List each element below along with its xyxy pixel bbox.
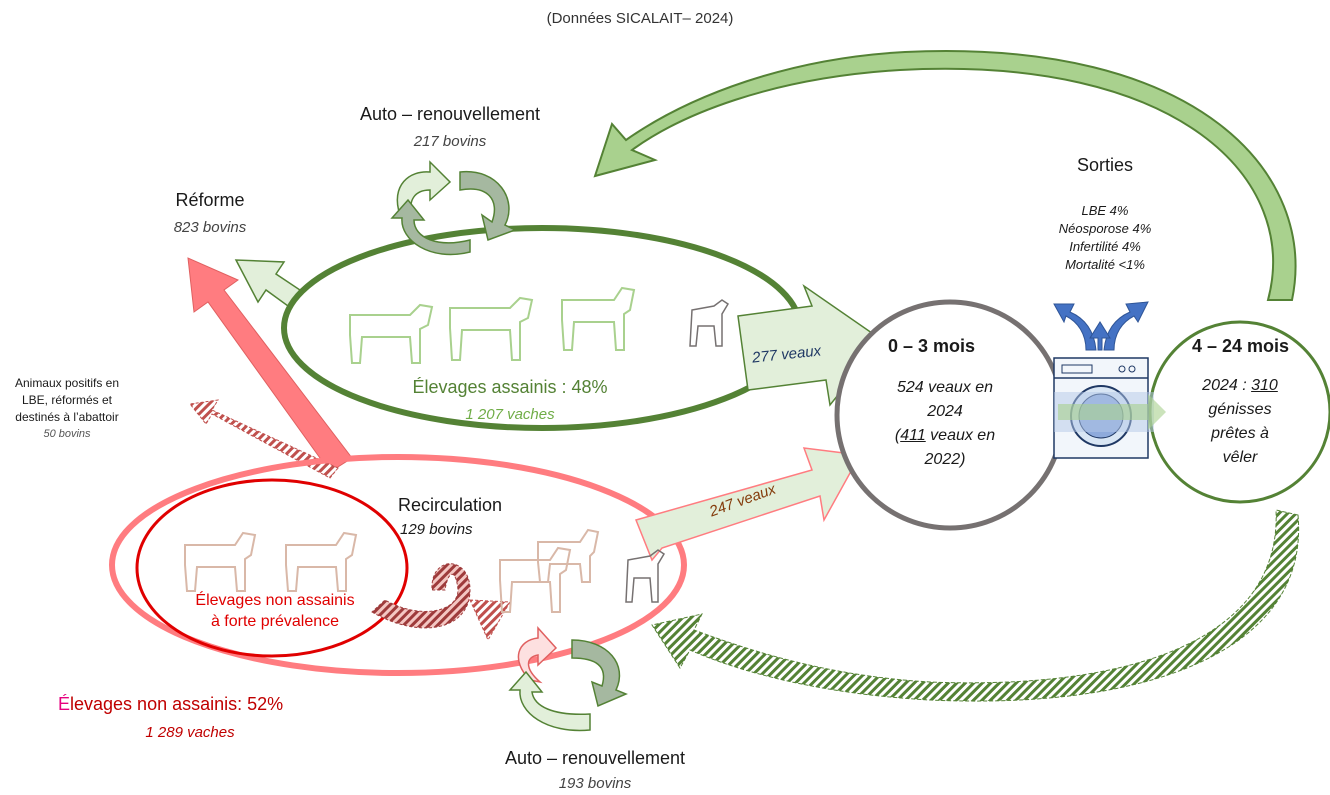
forte-prevalence-ellipse [135, 478, 409, 658]
auto-renouvellement-bottom-cycle [508, 626, 628, 732]
recirculation-count: 129 bovins [400, 521, 473, 538]
calves-line2: 2024 [927, 403, 963, 420]
heifers-text: 2024 : 310 génisses prêtes à vêler [1165, 374, 1315, 470]
cow-icon [561, 286, 636, 351]
heifers-line3: prêtes à [1211, 425, 1269, 442]
source-caption: (Données SICALAIT– 2024) [546, 10, 734, 27]
sorties-title: Sorties [1076, 155, 1134, 175]
recirculation-title: Recirculation [398, 495, 503, 515]
heifers-line2: génisses [1208, 401, 1272, 418]
sorties-arrows-icon [1053, 301, 1149, 351]
forte-line1: Élevages non assainis [195, 592, 355, 609]
heifers-number: 310 [1251, 377, 1278, 394]
reforme-red-arrow [187, 257, 353, 473]
cow-icon [537, 528, 600, 583]
reforme-title: Réforme [175, 190, 245, 210]
calf-icon [625, 549, 666, 603]
sorties-mortalite: Mortalité <1% [1065, 257, 1145, 272]
sorties-list: LBE 4% Néosporose 4% Infertilité 4% Mort… [1010, 202, 1200, 274]
auto-top-title: Auto – renouvellement [359, 104, 541, 124]
return-curved-arrow-top [593, 50, 1297, 301]
sorties-infertilite: Infertilité 4% [1069, 239, 1141, 254]
cow-icon [449, 296, 534, 361]
forte-prevalence-label: Élevages non assainis à forte prévalence [160, 590, 390, 632]
calves-line1: 524 veaux en [896, 379, 994, 396]
reforme-count: 823 bovins [173, 219, 247, 236]
auto-bottom-count: 193 bovins [558, 775, 632, 792]
recirculation-head-arrow [469, 599, 511, 642]
calves-prev-number: 411 [900, 427, 926, 444]
maturation-flow-arrow [1058, 394, 1166, 430]
lbe-hatched-arrow [189, 399, 339, 479]
calf-icon [689, 299, 730, 347]
lbe-positive-text: Animaux positifs en LBE, réformés et des… [2, 375, 132, 443]
calves-line4: 2022) [924, 451, 966, 468]
non-assainis-label: Élevages non assainis: 52% [58, 694, 283, 715]
calves-line3: (411 veaux en [894, 427, 996, 444]
non-assainis-ellipse [109, 454, 687, 676]
sorties-neosporose: Néosporose 4% [1058, 221, 1152, 236]
sorties-lbe: LBE 4% [1081, 203, 1129, 218]
reforme-green-arrow [234, 259, 302, 308]
heifers-line4: vêler [1222, 449, 1258, 466]
lbe-line2: LBE, réformés et [21, 393, 113, 407]
heifers-year: 2024 : [1202, 377, 1252, 394]
cow-icon [499, 546, 572, 613]
non-assainis-count: 1 289 vaches [145, 724, 235, 741]
assainis-count: 1 207 vaches [465, 406, 555, 423]
calves-prev-rest: veaux en [925, 427, 996, 444]
assainis-label: Élevages assainis : 48% [412, 377, 608, 397]
forte-line2: à forte prévalence [210, 613, 340, 630]
cow-icon [349, 303, 434, 364]
lbe-count: 50 bovins [43, 428, 91, 440]
cow-icon [285, 531, 358, 592]
auto-renouvellement-top-cycle [390, 160, 517, 256]
return-curved-arrow-bottom [651, 509, 1300, 702]
lbe-line3: destinés à l’abattoir [15, 410, 119, 424]
calves-title: 0 – 3 mois [888, 336, 976, 356]
heifers-line1: 2024 : 310 [1165, 374, 1315, 398]
auto-top-count: 217 bovins [413, 133, 487, 150]
auto-bottom-title: Auto – renouvellement [504, 748, 686, 768]
recirculation-loop-arrow [371, 563, 471, 629]
non-assainis-text: levages non assainis: 52% [70, 694, 284, 714]
calves-text: 524 veaux en 2024 (411 veaux en 2022) [860, 376, 1030, 472]
cow-icon [184, 531, 257, 592]
lbe-line1: Animaux positifs en [14, 376, 120, 390]
heifers-title: 4 – 24 mois [1192, 336, 1290, 356]
flow-arrow-247 [634, 447, 862, 562]
non-assainis-prefix: É [58, 694, 71, 714]
